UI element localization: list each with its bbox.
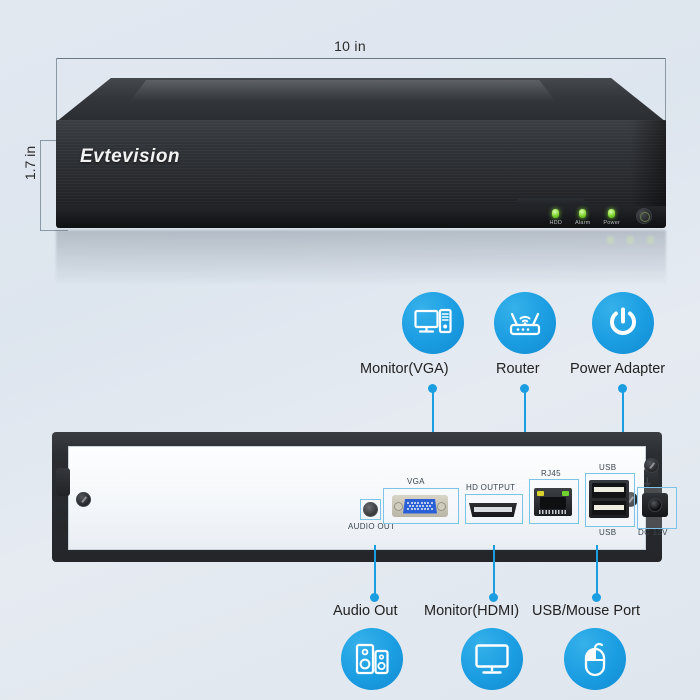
power-adapter-label: Power Adapter: [570, 361, 666, 377]
height-dimension-tick-top: [40, 140, 68, 141]
rear-bracket-left: [56, 468, 70, 496]
dvr-front-bottom-strip: [56, 206, 666, 228]
vga-pin-row-2: [405, 505, 435, 507]
usb-port-label-top: USB: [599, 463, 617, 472]
ir-receiver-icon: [636, 208, 652, 224]
rj45-activity-led: [562, 491, 569, 496]
width-dimension-line: [56, 58, 666, 59]
hdd-led-indicator: [552, 209, 560, 218]
height-dimension-tick-bottom: [40, 230, 68, 231]
led-hdd: HDD: [550, 209, 563, 226]
power-adapter-icon-circle[interactable]: [592, 292, 654, 354]
vga-screw-left: [394, 501, 403, 511]
audio-out-port-label: AUDIO OUT: [348, 522, 396, 531]
dvr-front-face: Evtevision: [56, 120, 666, 208]
vga-pin-row-1: [405, 502, 435, 504]
dvr-top-panel: [56, 78, 666, 122]
vga-port-label: VGA: [407, 477, 425, 486]
monitor-icon: [475, 644, 509, 674]
power-button-icon: [610, 307, 636, 335]
usb-port-lower[interactable]: [592, 500, 626, 515]
hdmi-bottom-lead: [493, 545, 495, 597]
usb-bottom-lead: [596, 545, 598, 597]
dc-power-port[interactable]: [642, 493, 668, 517]
ground-screw: [644, 458, 659, 473]
height-dimension-label: 1.7 in: [22, 145, 38, 181]
vga-screw-right: [437, 501, 446, 511]
monitor-vga-label: Monitor(VGA): [360, 361, 449, 377]
alarm-led-label: Alarm: [575, 220, 591, 226]
router-icon: [509, 312, 541, 336]
rj45-jack-opening: [540, 497, 566, 509]
reflection-led-2: [627, 236, 634, 244]
alarm-led-indicator: [579, 209, 587, 218]
rear-screw-left: [76, 492, 91, 507]
rj45-pin-contacts: [539, 510, 567, 514]
front-view-reflection: [56, 230, 666, 286]
monitor-vga-icon-circle[interactable]: [402, 292, 464, 354]
led-power: Power: [603, 209, 620, 226]
dc-power-port-label: DC 12V: [638, 528, 668, 537]
usb-port-stack[interactable]: [589, 480, 629, 518]
desktop-computer-icon: [414, 308, 452, 334]
front-face-notch: [516, 198, 586, 208]
vga-pin-row-3: [405, 508, 435, 510]
reflection-led-1: [607, 236, 614, 244]
top-panel-highlight: [129, 80, 557, 102]
usb-mouse-callout-label: USB/Mouse Port: [532, 603, 640, 619]
monitor-hdmi-callout-label: Monitor(HDMI): [424, 603, 520, 619]
reflection-led-3: [647, 236, 654, 244]
usb-port-upper[interactable]: [592, 483, 626, 498]
audio-out-callout-label: Audio Out: [333, 603, 398, 619]
rear-bracket-right: [644, 468, 658, 496]
power-led-label: Power: [603, 220, 620, 226]
led-alarm: Alarm: [575, 209, 590, 226]
usb-mouse-icon-circle[interactable]: [564, 628, 626, 690]
rj45-port[interactable]: [534, 488, 572, 516]
rj45-port-label: RJ45: [541, 469, 561, 478]
audio-out-bottom-lead: [374, 545, 376, 597]
power-led-indicator: [608, 209, 616, 218]
audio-out-jack[interactable]: [363, 502, 378, 517]
audio-out-port-box: [360, 499, 381, 520]
rj45-link-led: [537, 491, 544, 496]
audio-out-icon-circle[interactable]: [341, 628, 403, 690]
speakers-icon: [355, 643, 389, 675]
router-label: Router: [496, 361, 540, 377]
router-icon-circle[interactable]: [494, 292, 556, 354]
vga-port[interactable]: [392, 495, 448, 517]
usb-bottom-dot: [592, 593, 601, 602]
reflection-leds: [607, 236, 654, 244]
monitor-hdmi-icon-circle[interactable]: [461, 628, 523, 690]
usb-port-label-bottom: USB: [599, 528, 617, 537]
status-led-group: HDD Alarm Power: [550, 209, 621, 226]
hdmi-bottom-dot: [489, 593, 498, 602]
width-dimension-label: 10 in: [334, 38, 366, 54]
audio-out-bottom-dot: [370, 593, 379, 602]
vga-connector: [403, 498, 437, 514]
height-dimension-line: [40, 140, 41, 230]
ground-symbol-icon: ⏚: [642, 477, 653, 489]
hdd-led-label: HDD: [549, 220, 563, 226]
hdmi-port[interactable]: [469, 503, 517, 517]
brand-logo: Evtevision: [80, 146, 181, 167]
hdmi-port-label: HD OUTPUT: [466, 483, 516, 492]
dvr-front-view: Evtevision HDD Alarm Power: [56, 78, 666, 230]
dvr-rear-view: AUDIO OUT VGA HD OUTPUT RJ45 USB: [52, 432, 677, 562]
mouse-icon: [584, 642, 606, 677]
